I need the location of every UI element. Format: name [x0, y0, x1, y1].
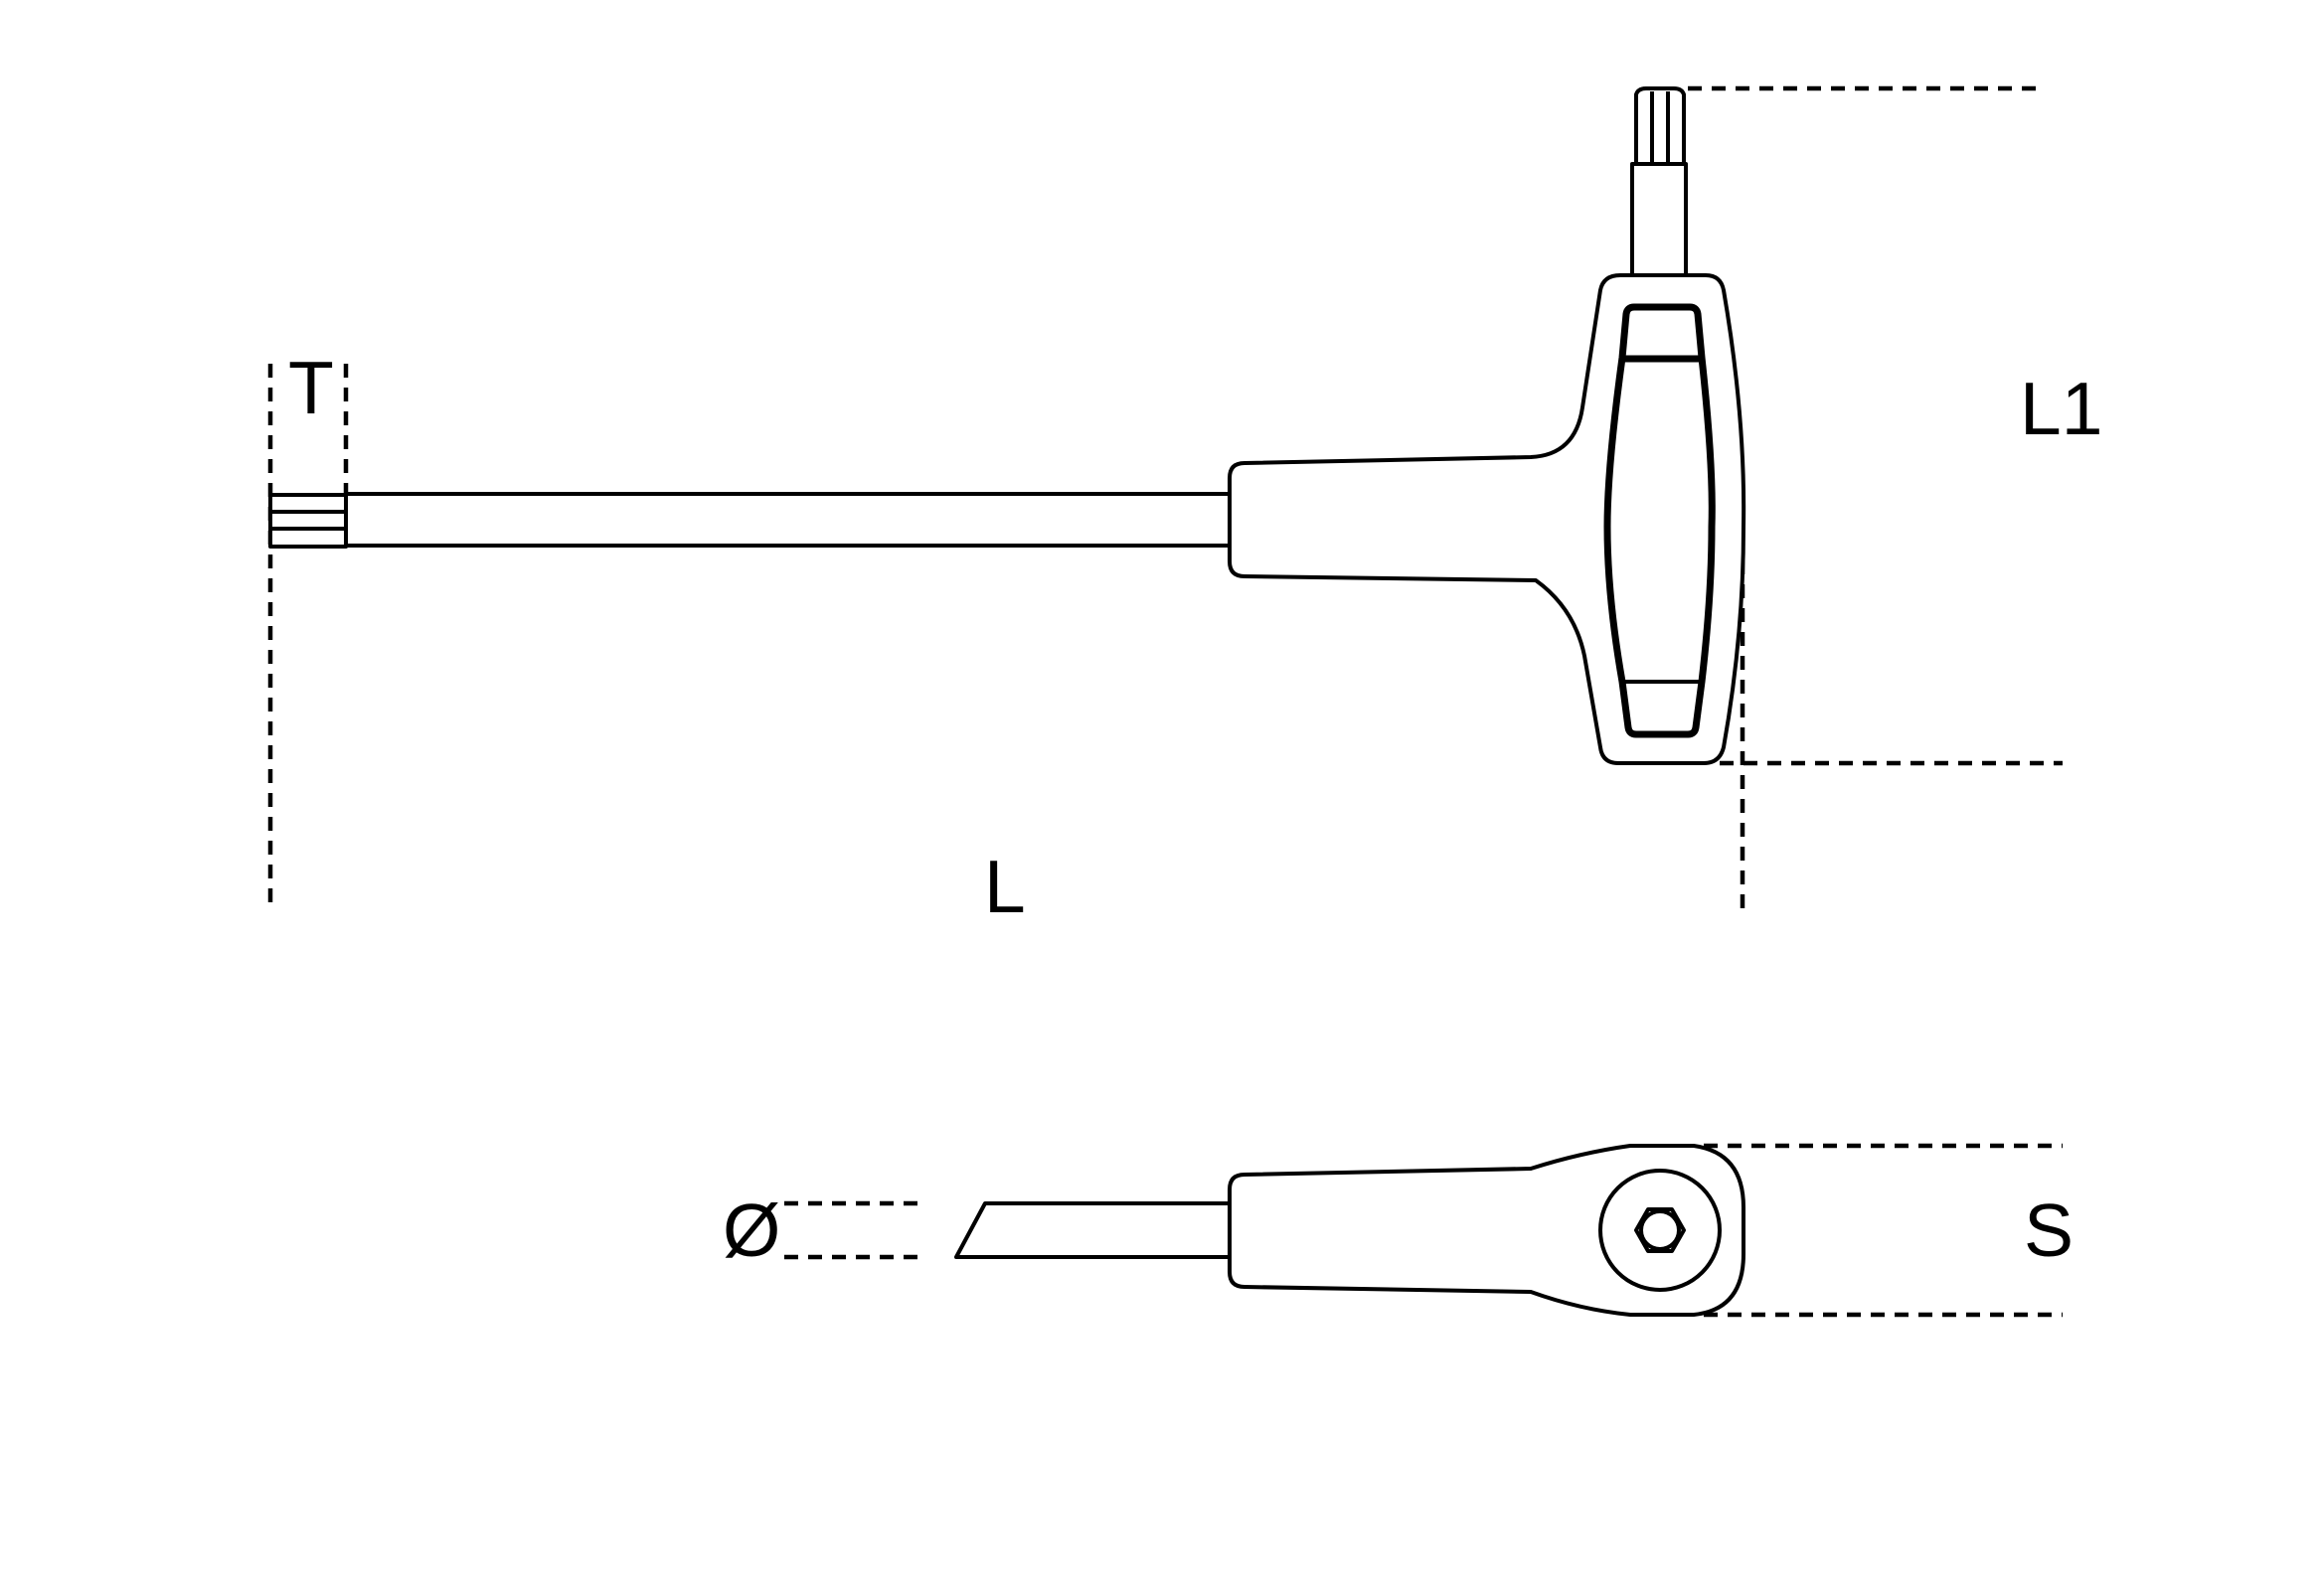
horizontal-bit-tip — [268, 493, 348, 549]
handle-top-view — [1228, 1144, 1745, 1317]
hex-socket-icon — [1634, 1207, 1686, 1253]
handle-grip-inset — [1603, 303, 1716, 738]
top-view: Ø S — [723, 1143, 2074, 1318]
side-view: T L L1 — [267, 85, 2102, 928]
label-L: L — [984, 845, 1026, 928]
label-L1: L1 — [2020, 367, 2102, 450]
rod-end — [954, 1201, 1235, 1259]
label-S: S — [2024, 1188, 2074, 1272]
label-diameter: Ø — [723, 1188, 780, 1272]
t-handle-body — [1228, 273, 1746, 765]
handle-cap-circle — [1598, 1169, 1722, 1292]
hex-socket-inner-circle — [1639, 1209, 1681, 1251]
label-T: T — [288, 346, 334, 429]
horizontal-shaft — [344, 492, 1235, 548]
vertical-bit-tip — [1630, 86, 1688, 279]
